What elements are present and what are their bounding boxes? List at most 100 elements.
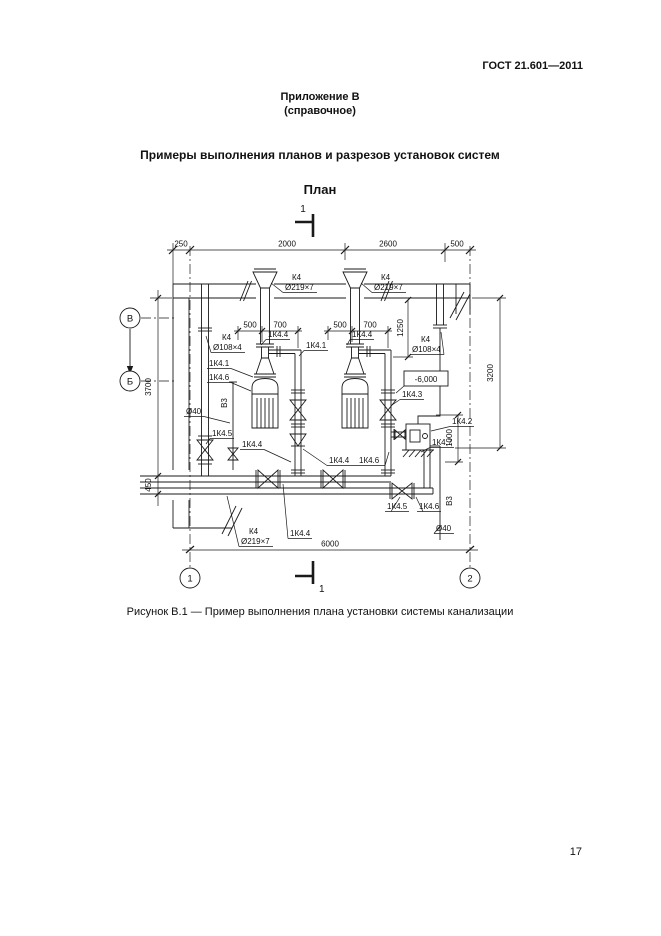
dim-pr-700: 700 <box>363 321 377 330</box>
label-vent-right: К4 Ø219×7 <box>360 273 406 293</box>
label-1k41-left-text: 1К4.1 <box>209 359 230 368</box>
dim-right-3200: 3200 <box>455 294 506 452</box>
label-1k45-bottom: 1К4.5 <box>385 496 409 512</box>
section-mark-top: 1 <box>295 204 315 237</box>
label-v3-right: В3 <box>445 496 454 506</box>
label-1k46-bottom: 1К4.6 <box>415 496 441 512</box>
dim-left-3700: 3700 <box>144 378 153 396</box>
label-o40-left: Ø40 <box>184 407 231 424</box>
label-stack-right-tag: К4 <box>421 335 431 344</box>
label-1k44-pump-text: 1К4.4 <box>242 440 263 449</box>
axis-row-b: Б <box>127 377 133 388</box>
figure-caption: Рисунок В.1 — Пример выполнения плана ус… <box>126 606 514 618</box>
label-1k44-left-text: 1К4.4 <box>268 330 289 339</box>
label-1k41-left: 1К4.1 <box>207 359 254 378</box>
label-o40-left-text: Ø40 <box>186 407 202 416</box>
appendix-title: Приложение В <box>280 91 360 103</box>
label-1k44-right-text: 1К4.4 <box>352 330 373 339</box>
label-1k44-bottom-text: 1К4.4 <box>290 529 311 538</box>
label-1k43-text: 1К4.3 <box>402 390 423 399</box>
label-1k42: 1К4.2 <box>430 417 474 432</box>
walls <box>172 280 471 537</box>
dim-right-1250: 1250 <box>393 296 413 361</box>
section-number-bottom: 1 <box>319 584 325 595</box>
label-row-1k44-text: 1К4.4 <box>329 456 350 465</box>
axis-col-1: 1 <box>187 574 192 585</box>
label-v3-left: В3 <box>220 398 229 408</box>
axis-row-v: В <box>127 314 133 325</box>
label-1k46-left-text: 1К4.6 <box>209 373 230 382</box>
section-number-top: 1 <box>300 204 306 215</box>
dim-top-2600: 2600 <box>379 240 397 249</box>
label-1k44-pump: 1К4.4 <box>240 440 292 463</box>
dim-pump-left: 500 700 <box>234 321 302 348</box>
label-1k42-text: 1К4.2 <box>452 417 473 426</box>
label-v3-left-text: В3 <box>220 398 229 408</box>
pump-right <box>341 378 369 429</box>
plan-drawing: -6,000 250 2000 2600 500 3700 450 <box>119 204 506 595</box>
label-stack-left-tag: К4 <box>222 333 232 342</box>
appendix-type: (справочное) <box>284 105 356 117</box>
label-vent-right-tag: К4 <box>381 273 391 282</box>
label-1k44-left: 1К4.4 <box>260 330 290 346</box>
label-1k45-bottom-text: 1К4.5 <box>387 502 408 511</box>
label-outlet-size: Ø219×7 <box>241 537 270 546</box>
label-1k44-right: 1К4.4 <box>346 330 374 346</box>
appendix-heading: Приложение В (справочное) <box>0 90 640 118</box>
row-axes: В Б <box>119 307 141 392</box>
label-vent-left-tag: К4 <box>292 273 302 282</box>
label-1k41-mid: 1К4.1 <box>298 341 328 357</box>
dim-bottom: 6000 <box>182 540 478 554</box>
label-row-1k46-text: 1К4.6 <box>359 456 380 465</box>
water-pipe-right <box>430 445 441 540</box>
axis-col-2: 2 <box>467 574 472 585</box>
label-1k47: 1К4.7 <box>420 438 454 453</box>
water-pipe-left <box>227 381 239 470</box>
label-1k45-left: 1К4.5 <box>205 429 234 445</box>
dim-right-1000: 1000 <box>445 429 454 447</box>
section-mark-bottom: 1 <box>295 561 325 595</box>
dim-pump-right: 500 700 <box>324 321 392 348</box>
pump-control-unit <box>402 423 434 458</box>
label-1k46-bottom-text: 1К4.6 <box>419 502 440 511</box>
dim-top-250: 250 <box>174 240 188 249</box>
dim-pl-500: 500 <box>243 321 257 330</box>
label-stack-right: К4 Ø108×4 <box>410 331 445 355</box>
label-o40-right: Ø40 <box>433 524 454 534</box>
label-stack-left-size: Ø108×4 <box>213 343 242 352</box>
label-1k45-left-text: 1К4.5 <box>212 429 233 438</box>
label-outlet: К4 Ø219×7 <box>226 495 273 547</box>
dim-top: 250 2000 2600 500 <box>167 240 476 284</box>
dim-top-500: 500 <box>450 240 464 249</box>
elevation-value: -6,000 <box>415 375 438 384</box>
elevation-mark: -6,000 <box>395 370 449 394</box>
discharge-riser-left <box>268 346 307 476</box>
dim-right-1250: 1250 <box>396 319 405 337</box>
standard-reference: ГОСТ 21.601—2011 <box>482 60 583 72</box>
dim-right-1000: 1000 <box>436 411 463 466</box>
section-title: Примеры выполнения планов и разрезов уст… <box>140 148 500 162</box>
label-1k41-mid-text: 1К4.1 <box>306 341 327 350</box>
soil-stack-right <box>417 284 447 424</box>
page-number: 17 <box>569 846 582 858</box>
label-stack-left: К4 Ø108×4 <box>205 333 245 353</box>
dim-left: 3700 450 <box>144 290 172 506</box>
label-vent-left: К4 Ø219×7 <box>270 273 317 293</box>
label-row-1k44-1k46: 1К4.4 1К4.6 <box>302 448 390 466</box>
dim-pl-700: 700 <box>273 321 287 330</box>
label-vent-right-size: Ø219×7 <box>374 283 403 292</box>
label-stack-right-size: Ø108×4 <box>412 345 441 354</box>
label-vent-left-size: Ø219×7 <box>285 283 314 292</box>
view-title: План <box>303 182 337 197</box>
label-1k46-left: 1К4.6 <box>207 373 252 392</box>
outlet-pipes <box>140 450 434 500</box>
column-axes: 1 2 <box>179 567 481 589</box>
label-o40-right-text: Ø40 <box>436 524 452 533</box>
vent-stack-right <box>342 268 368 378</box>
label-outlet-tag: К4 <box>249 527 259 536</box>
dim-bottom-6000: 6000 <box>321 540 339 549</box>
vent-stack-left <box>252 268 278 378</box>
dim-top-2000: 2000 <box>278 240 296 249</box>
pump-left <box>251 378 279 429</box>
